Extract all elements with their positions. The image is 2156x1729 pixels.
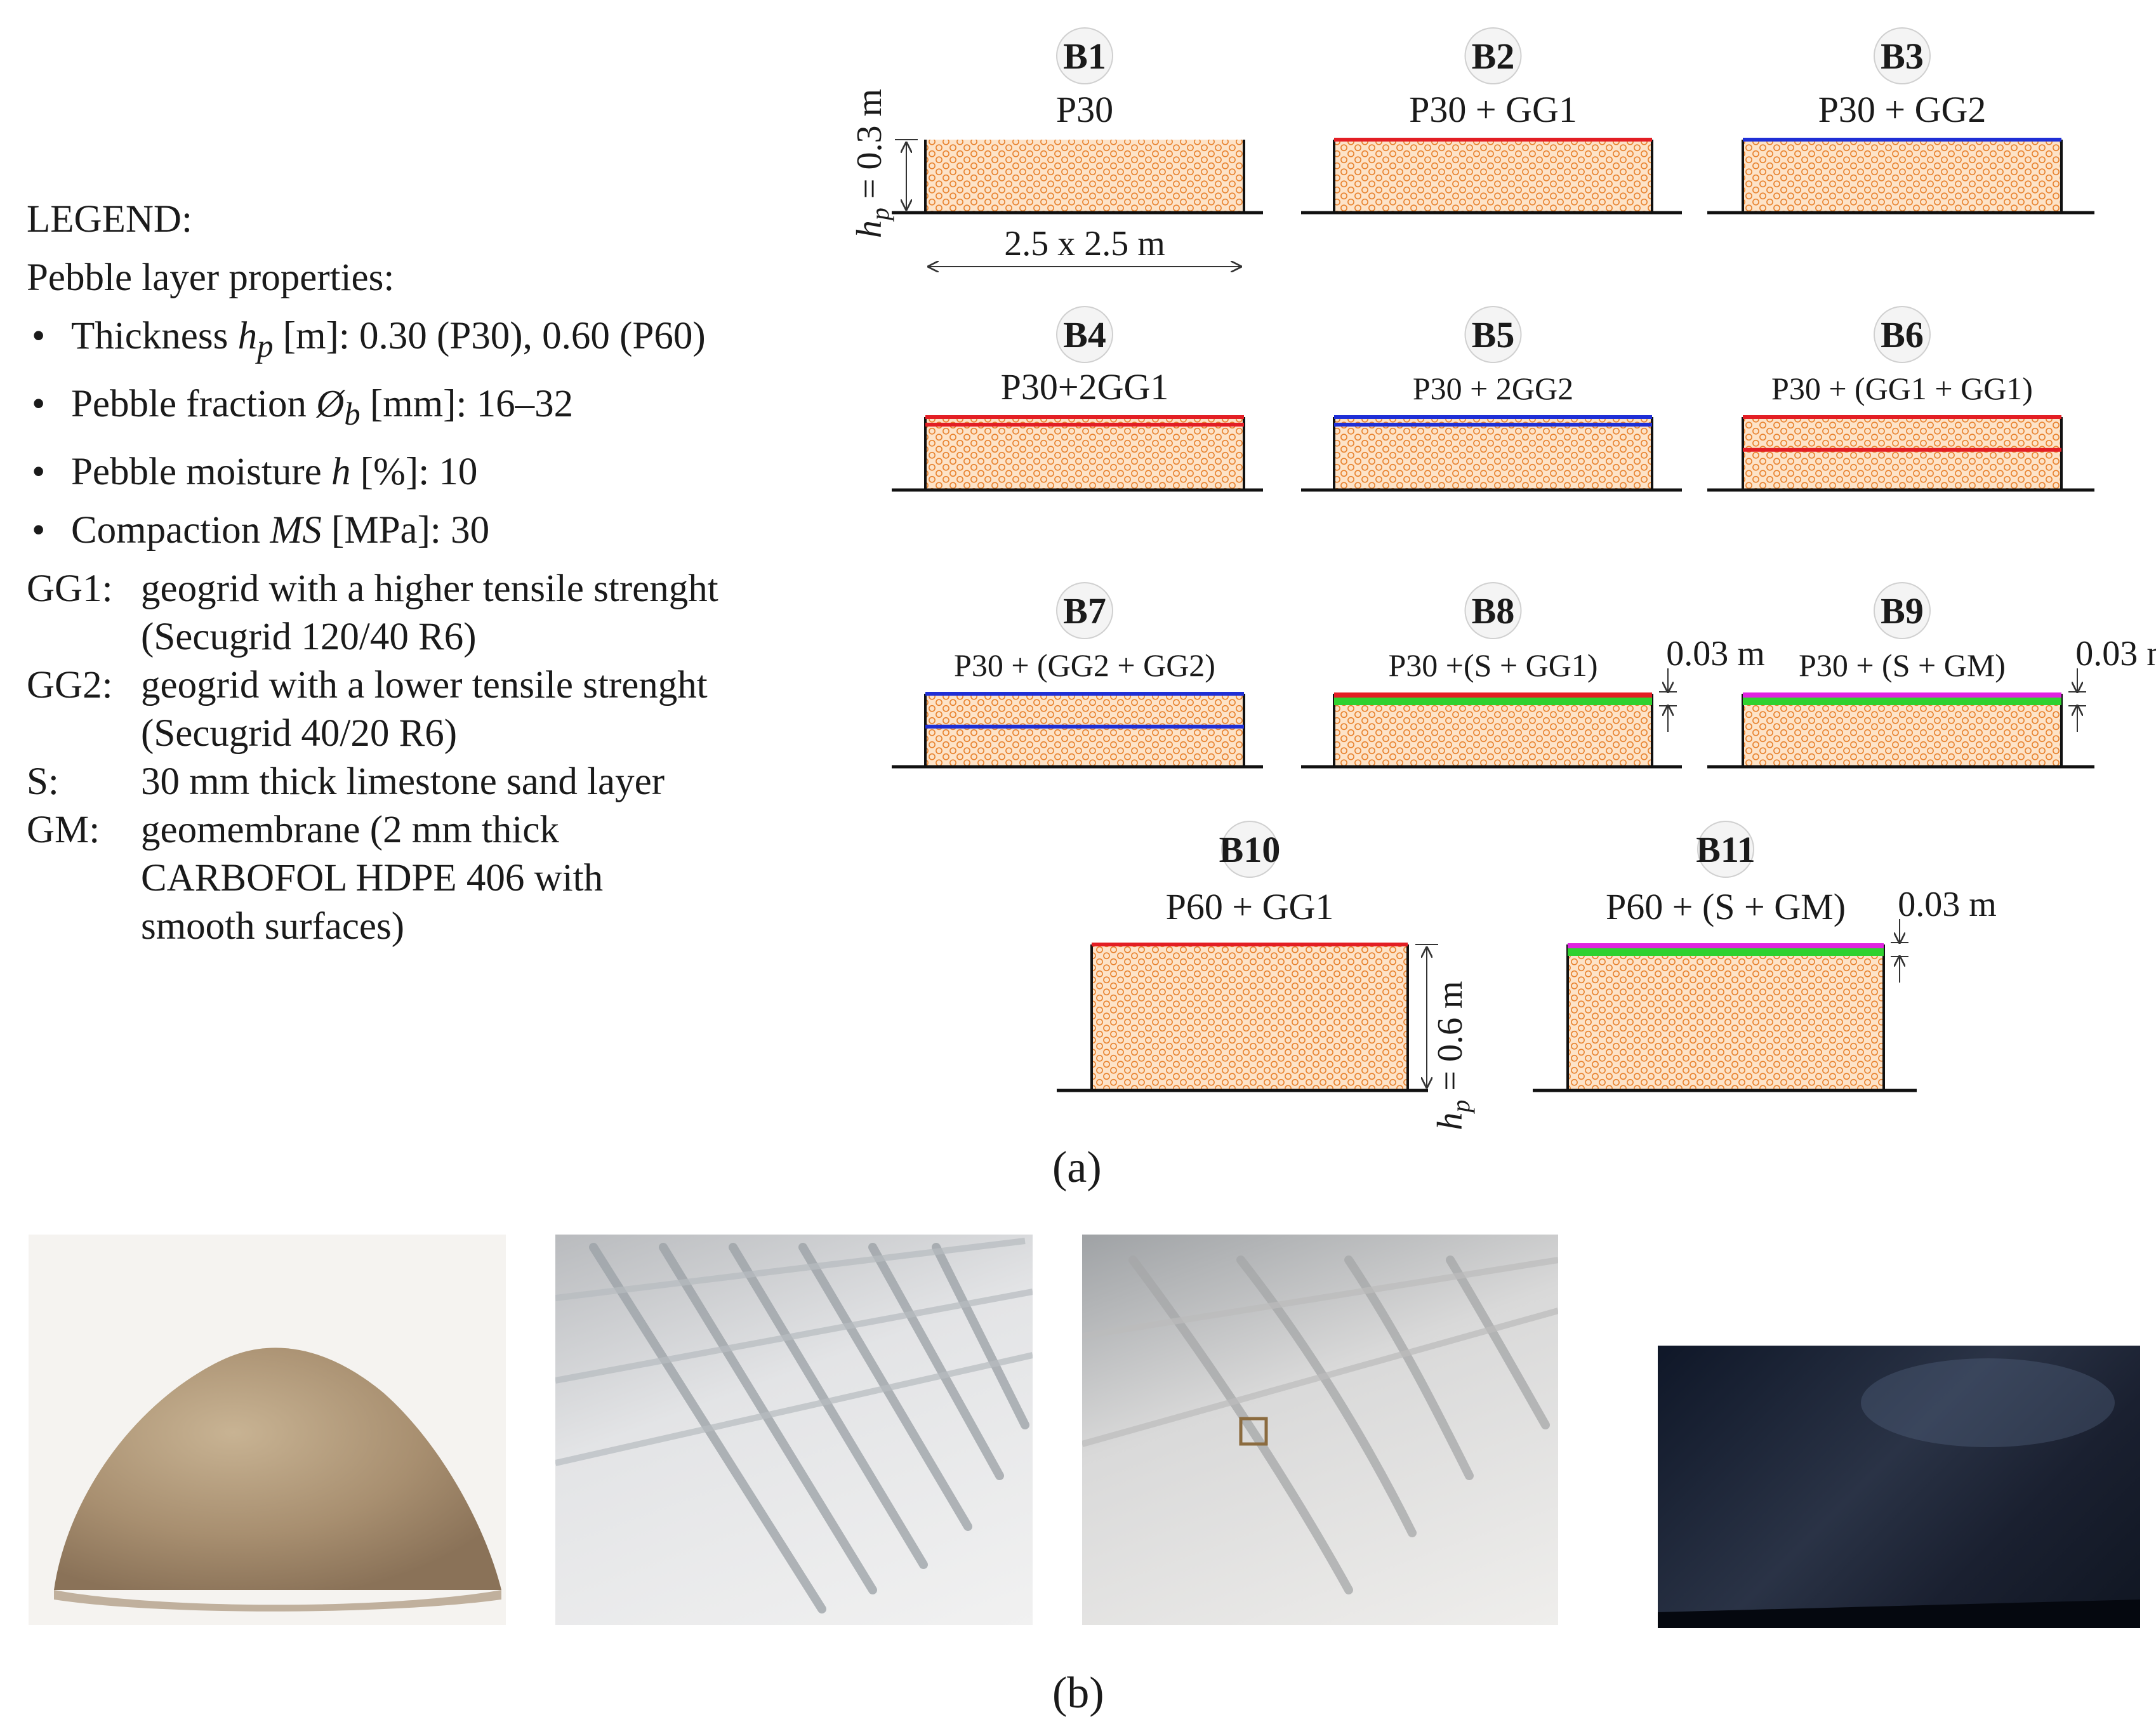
case-badge-circle bbox=[1056, 582, 1113, 639]
case-label: P30 + 2GG2 bbox=[1413, 371, 1573, 406]
case-badge-circle bbox=[1874, 582, 1931, 639]
geomembrane-layer bbox=[1568, 943, 1884, 948]
case-label: P30 + (GG2 + GG2) bbox=[954, 647, 1215, 683]
property-item: Pebble moisture h [%]: 10 bbox=[27, 443, 820, 501]
geogrid-layer bbox=[1092, 943, 1408, 946]
case-id: B10 bbox=[1219, 829, 1281, 870]
case-label: P60 + GG1 bbox=[1166, 886, 1334, 927]
geogrid-layer bbox=[1334, 692, 1652, 698]
sand-photo bbox=[29, 1235, 506, 1625]
geogrid-layer bbox=[1743, 138, 2061, 142]
geomembrane-photo bbox=[1658, 1346, 2140, 1628]
sand-layer bbox=[1743, 698, 2061, 705]
rust-node bbox=[1239, 1417, 1268, 1446]
pebble-layer bbox=[925, 694, 1244, 767]
glossary: GG1: geogrid with a higher tensile stren… bbox=[27, 565, 718, 951]
geogrid-layer bbox=[1743, 447, 2061, 452]
case-badge-circle bbox=[1464, 27, 1522, 84]
thickness-label: 0.03 m bbox=[1666, 634, 1765, 673]
caption-a: (a) bbox=[1052, 1143, 1102, 1192]
geogrid-icon bbox=[1082, 1255, 1558, 1594]
glossary-abbr: GG1: bbox=[27, 567, 113, 610]
caption-b: (b) bbox=[1052, 1669, 1104, 1718]
case-id: B11 bbox=[1696, 829, 1756, 870]
case-label: P30 + GG1 bbox=[1409, 89, 1577, 130]
glossary-abbr: GM: bbox=[27, 809, 100, 851]
sand-layer bbox=[1334, 698, 1652, 705]
pebble-layer bbox=[1743, 140, 2061, 213]
case-id: B8 bbox=[1472, 590, 1515, 632]
property-item: Thickness hp [m]: 0.30 (P30), 0.60 (P60) bbox=[27, 307, 820, 375]
legend-subtitle: Pebble layer properties: bbox=[27, 256, 395, 299]
pebble-layer bbox=[1334, 417, 1652, 490]
case-id: B4 bbox=[1063, 314, 1106, 355]
sand-layer bbox=[1568, 948, 1884, 956]
geogrid-icon bbox=[555, 1238, 1033, 1613]
glossary-entry: GG1: geogrid with a higher tensile stren… bbox=[27, 565, 718, 661]
case-badge-circle bbox=[1221, 821, 1278, 878]
glossary-entry: S: 30 mm thick limestone sand layer bbox=[27, 758, 718, 806]
case-id: B7 bbox=[1063, 590, 1106, 632]
geogrid-layer bbox=[925, 415, 1244, 419]
case-label: P30 + GG2 bbox=[1818, 89, 1987, 130]
case-id: B3 bbox=[1881, 36, 1924, 77]
height-label: hp = 0.6 m bbox=[1431, 981, 1475, 1130]
thickness-label: 0.03 m bbox=[1898, 885, 1997, 924]
pebble-layer bbox=[1568, 944, 1884, 1090]
case-id: B1 bbox=[1063, 36, 1106, 77]
property-item: Compaction MS [MPa]: 30 bbox=[27, 501, 820, 560]
sand-pile-icon bbox=[54, 1348, 501, 1612]
geogrid-photo-1 bbox=[555, 1235, 1033, 1625]
geogrid-layer bbox=[1743, 415, 2061, 419]
case-badge-circle bbox=[1056, 27, 1113, 84]
pebble-layer bbox=[1334, 140, 1652, 213]
geogrid-photo-2 bbox=[1082, 1235, 1558, 1625]
geomembrane-layer bbox=[1743, 692, 2061, 698]
legend-title: LEGEND: bbox=[27, 198, 192, 241]
geogrid-layer bbox=[1334, 415, 1652, 419]
pebble-layer bbox=[1092, 944, 1408, 1090]
pebble-layer bbox=[1743, 694, 2061, 767]
case-label: P60 + (S + GM) bbox=[1606, 886, 1846, 927]
case-id: B5 bbox=[1472, 314, 1515, 355]
glossary-abbr: S: bbox=[27, 760, 59, 803]
case-label: P30+2GG1 bbox=[1001, 366, 1169, 407]
case-badge-circle bbox=[1697, 821, 1754, 878]
geogrid-layer bbox=[1334, 138, 1652, 142]
case-label: P30 + (GG1 + GG1) bbox=[1771, 371, 2033, 406]
case-badge-circle bbox=[1874, 27, 1931, 84]
geogrid-layer bbox=[1334, 423, 1652, 427]
geomembrane-icon bbox=[1658, 1358, 2140, 1628]
pebble-layer bbox=[1334, 694, 1652, 767]
glossary-abbr: GG2: bbox=[27, 664, 113, 706]
case-label: P30 +(S + GG1) bbox=[1388, 647, 1597, 683]
case-label: P30 + (S + GM) bbox=[1799, 647, 2006, 683]
geogrid-layer bbox=[925, 423, 1244, 427]
case-id: B6 bbox=[1881, 314, 1924, 355]
property-item: Pebble fraction Øb [mm]: 16–32 bbox=[27, 375, 820, 443]
case-badge-circle bbox=[1056, 306, 1113, 363]
case-id: B9 bbox=[1881, 590, 1924, 632]
property-list: Thickness hp [m]: 0.30 (P30), 0.60 (P60)… bbox=[27, 307, 820, 560]
height-label: hp = 0.3 m bbox=[850, 89, 894, 238]
case-label: P30 bbox=[1056, 89, 1113, 130]
legend: LEGEND: Pebble layer properties: Thickne… bbox=[27, 190, 820, 560]
pebble-layer bbox=[925, 140, 1244, 213]
pebble-layer bbox=[1743, 417, 2061, 490]
case-badge-circle bbox=[1874, 306, 1931, 363]
thickness-label: 0.03 m bbox=[2075, 634, 2156, 673]
geogrid-layer bbox=[925, 692, 1244, 696]
glossary-entry: GG2: geogrid with a lower tensile streng… bbox=[27, 661, 718, 758]
case-id: B2 bbox=[1472, 36, 1515, 77]
width-label: 2.5 x 2.5 m bbox=[1004, 224, 1165, 263]
case-badge-circle bbox=[1464, 306, 1522, 363]
case-badge-circle bbox=[1464, 582, 1522, 639]
pebble-layer bbox=[925, 417, 1244, 490]
geogrid-layer bbox=[925, 724, 1244, 729]
